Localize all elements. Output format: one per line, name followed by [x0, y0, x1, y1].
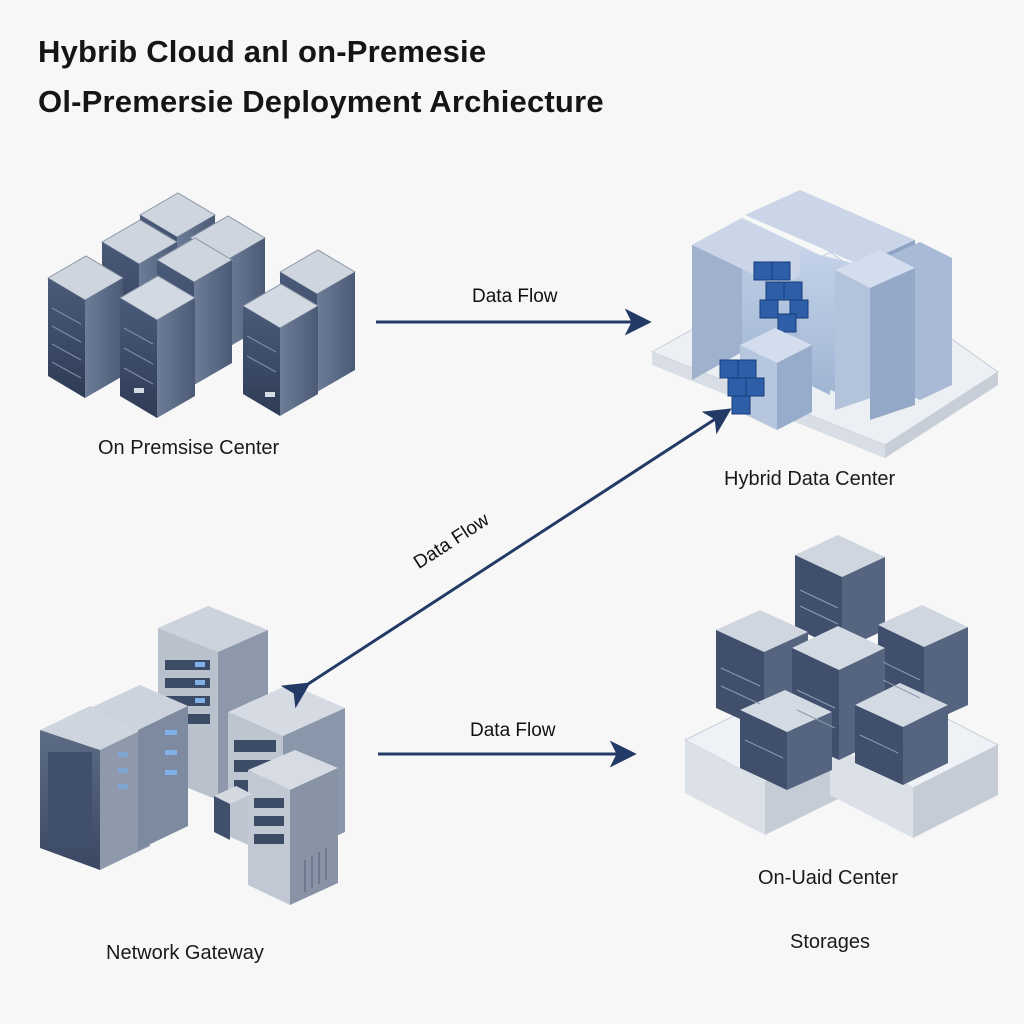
on-premise-center-label: On Premsise Center: [98, 437, 280, 459]
diagram-title-line-1: Hybrib Cloud anl on-Premesie: [38, 34, 487, 69]
storage-center-icon: [683, 535, 1000, 838]
flow-label-top: Data Flow: [472, 286, 558, 307]
flow-label-bottom: Data Flow: [470, 720, 556, 741]
network-gateway-icon: [40, 606, 345, 905]
on-premise-server-cluster-icon: [47, 192, 356, 418]
flow-arrow-diagonal: [280, 408, 732, 709]
storage-center-label: On-Uaid Center: [758, 867, 899, 889]
diagram-title-line-2: Ol-Premersie Deployment Archiecture: [38, 84, 604, 119]
hybrid-data-center-label: Hybrid Data Center: [724, 468, 896, 490]
network-gateway-label: Network Gateway: [106, 942, 264, 964]
storage-sublabel: Storages: [790, 931, 871, 953]
hybrid-data-center-icon: [650, 190, 999, 458]
